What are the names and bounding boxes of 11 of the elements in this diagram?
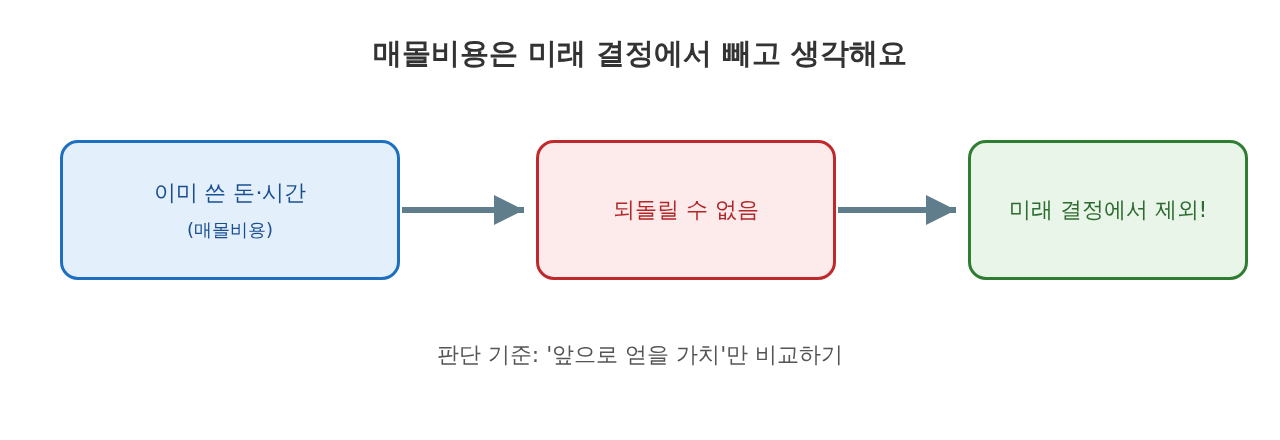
box-text: 이미 쓴 돈·시간 [152,179,308,207]
box-text: 되돌릴 수 없음 [612,196,760,225]
title: 매몰비용은 미래 결정에서 빼고 생각해요 [372,35,908,72]
process-box [60,140,400,280]
note-text: 판단 기준: '앞으로 얻을 가치'만 비교하기 [435,341,845,369]
process-box [968,140,1248,280]
arrow [838,195,956,225]
box-text: 미래 결정에서 제외! [1007,196,1209,225]
arrow [402,195,524,225]
process-box [536,140,836,280]
box-subtext: (매몰비용) [185,217,274,242]
